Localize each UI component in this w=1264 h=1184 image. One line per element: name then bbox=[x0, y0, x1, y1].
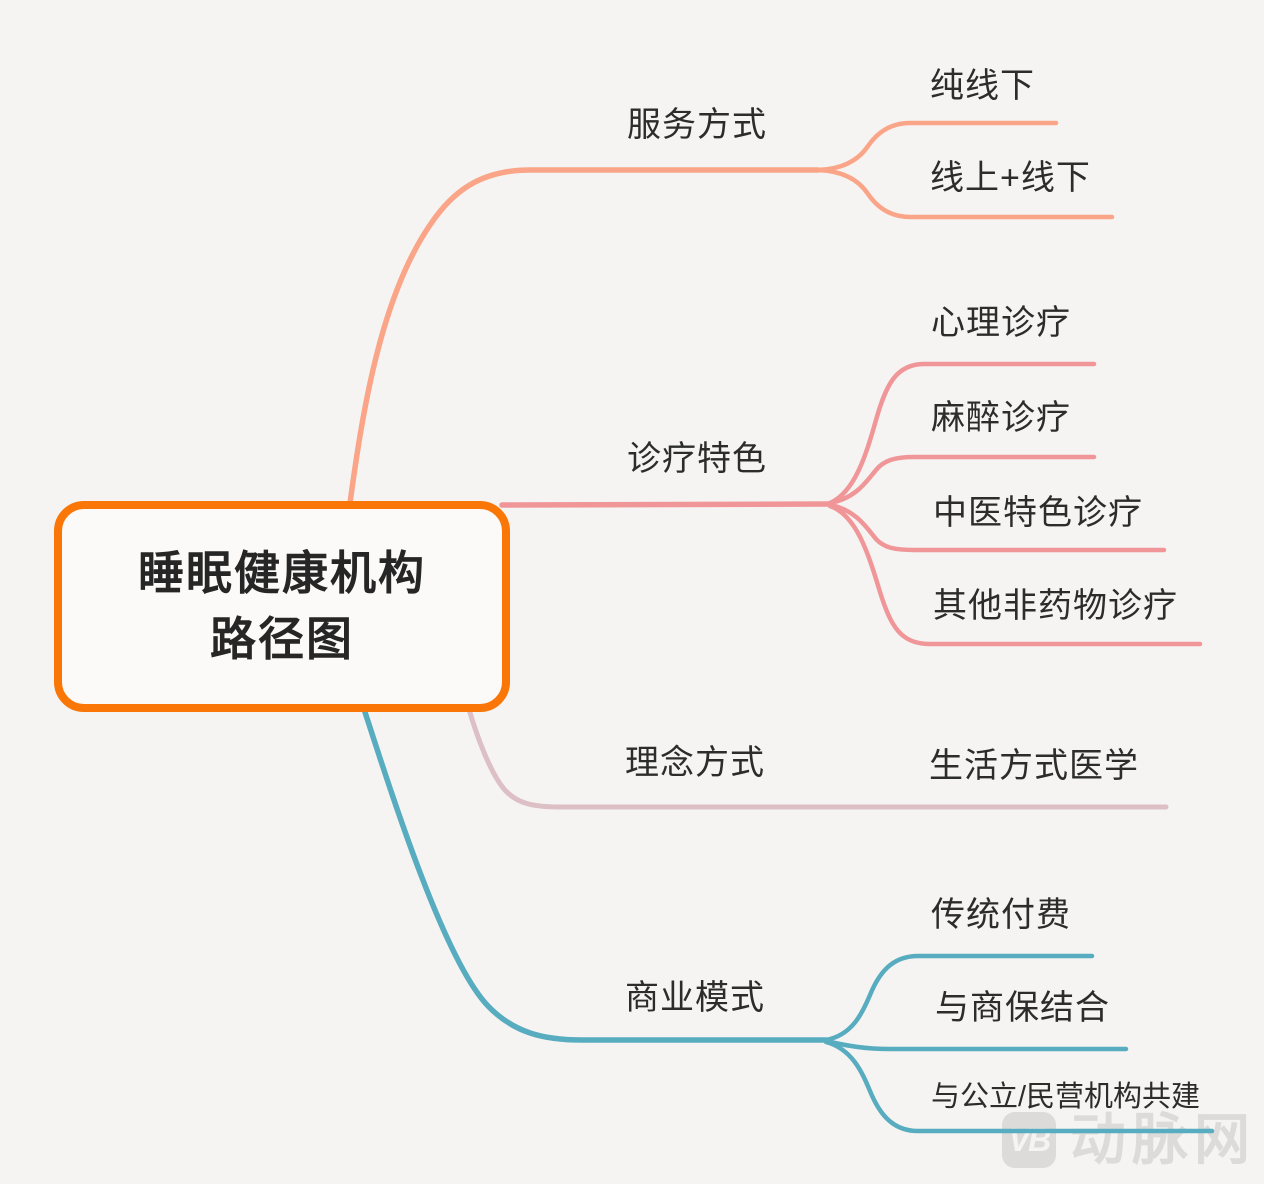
child-label-anesthesia-treatment[interactable]: 麻醉诊疗 bbox=[931, 399, 1071, 437]
child-label-traditional-payment[interactable]: 传统付费 bbox=[931, 896, 1071, 934]
root-node-title-line2: 路径图 bbox=[210, 612, 354, 665]
child-label-tcm-treatment[interactable]: 中医特色诊疗 bbox=[933, 494, 1143, 532]
watermark-text: 动脉网 bbox=[1070, 1108, 1256, 1171]
branch-line-treatment-child-tcm bbox=[827, 502, 1167, 553]
child-label-commercial-insurance[interactable]: 与商保结合 bbox=[935, 989, 1110, 1027]
child-label-other-nondrug-treatment[interactable]: 其他非药物诊疗 bbox=[933, 587, 1178, 625]
branch-line-treatment-child-nondrug bbox=[827, 503, 1203, 647]
branch-line-treatment-child-psych bbox=[827, 361, 1097, 506]
branch-line-services-trunk bbox=[347, 167, 821, 506]
root-node-title-line1: 睡眠健康机构 bbox=[138, 547, 426, 600]
branch-line-business-trunk bbox=[360, 703, 829, 1043]
watermark: VB 动脉网 bbox=[1002, 1112, 1256, 1168]
root-node[interactable]: 睡眠健康机构 路径图 bbox=[54, 501, 510, 712]
vb-logo-icon: VB bbox=[1002, 1112, 1056, 1168]
child-label-online-plus-offline[interactable]: 线上+线下 bbox=[930, 159, 1091, 197]
child-label-psychological-treatment[interactable]: 心理诊疗 bbox=[931, 304, 1071, 342]
branch-line-business-child-traditional bbox=[823, 953, 1095, 1043]
branch-label-treatment-features[interactable]: 诊疗特色 bbox=[627, 440, 767, 478]
child-label-lifestyle-medicine[interactable]: 生活方式医学 bbox=[929, 747, 1139, 785]
child-label-cobuild-institutions[interactable]: 与公立/民营机构共建 bbox=[931, 1081, 1201, 1113]
branch-line-business-child-cobuild bbox=[823, 1039, 1215, 1134]
branch-label-business-model[interactable]: 商业模式 bbox=[625, 979, 765, 1017]
branch-line-treatment-child-anesthesia bbox=[827, 454, 1097, 506]
branch-line-treatment-trunk bbox=[499, 501, 833, 508]
branch-line-services-child-offline bbox=[815, 120, 1059, 173]
child-label-pure-offline[interactable]: 纯线下 bbox=[930, 67, 1035, 105]
branch-line-services-child-online-offline bbox=[815, 167, 1115, 220]
branch-label-concept[interactable]: 理念方式 bbox=[625, 744, 765, 782]
branch-label-services[interactable]: 服务方式 bbox=[627, 106, 767, 144]
branch-line-concept-trunk bbox=[465, 703, 1169, 810]
branch-line-business-child-insurance bbox=[823, 1038, 1129, 1052]
